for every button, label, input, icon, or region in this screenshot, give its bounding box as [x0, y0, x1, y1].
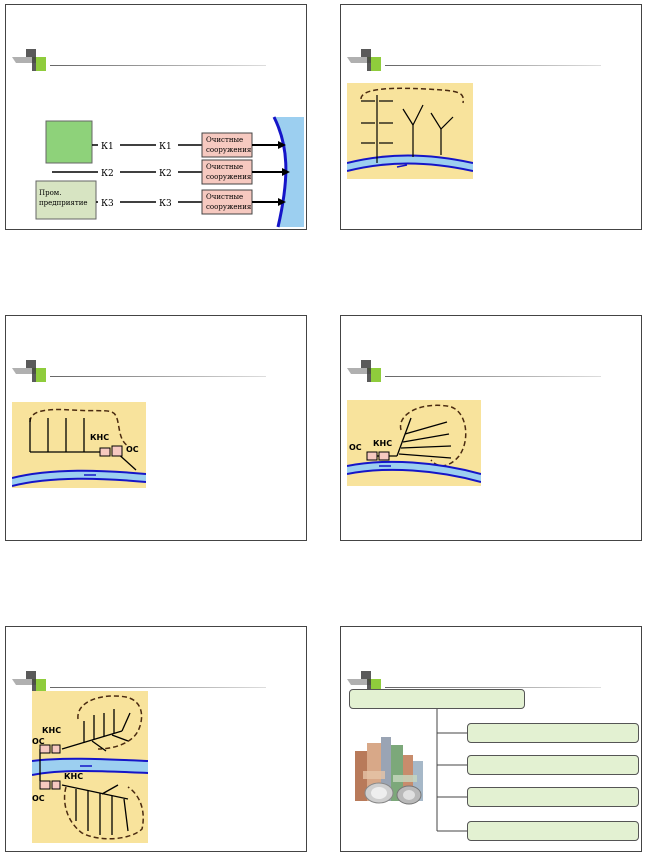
pipe-types-connector [436, 709, 467, 832]
pipe-label-k3a: К3 [101, 199, 114, 209]
slide-6 [340, 626, 642, 852]
treatment-3-line-2: сооружения [206, 203, 252, 211]
treatment-2-line-1: Очистные [206, 163, 243, 171]
pipe-label-k1a: К1 [101, 142, 114, 152]
slide-logo-icon [347, 360, 381, 382]
slide-5: КНС ОС КНС ОС [5, 626, 307, 852]
pipe-label-k3b: К3 [159, 199, 172, 209]
title-rule [50, 376, 266, 377]
slide-4: КНС ОС [340, 315, 642, 541]
slide-2 [340, 4, 642, 230]
slide-logo-icon [347, 49, 381, 71]
pipe-label-k1b: К1 [159, 142, 172, 152]
pump-station-label: КНС [90, 433, 109, 442]
pipe-types-header-box [349, 689, 525, 709]
perpendicular-scheme-diagram [347, 83, 473, 179]
industrial-plant-box [35, 180, 97, 220]
treatment-box-3 [201, 189, 253, 215]
pipe-type-box-4 [467, 821, 639, 841]
title-rule [385, 376, 601, 377]
fan-scheme-diagram: КНС ОС [347, 400, 481, 486]
pipe-label-k2a: К2 [101, 169, 114, 179]
treatment-label-top: ОС [32, 737, 45, 746]
pipe-label-k2b: К2 [159, 169, 172, 179]
treatment-box-1 [201, 132, 253, 158]
treatment-3-line-1: Очистные [206, 193, 243, 201]
pipe-type-box-1 [467, 723, 639, 743]
treatment-1-line-2: сооружения [206, 146, 252, 154]
title-rule [50, 65, 266, 66]
treatment-box-2 [201, 159, 253, 185]
treatment-label: ОС [126, 445, 139, 454]
sewer-scheme-diagram: Пром. предприятие К1 К1 К2 К2 К3 К3 Очис… [35, 116, 304, 228]
pump-station-label: КНС [373, 439, 392, 448]
plant-label-2: предприятие [39, 199, 88, 207]
slide-3: КНС ОС [5, 315, 307, 541]
pipe-type-box-2 [467, 755, 639, 775]
pump-station-label-bottom: КНС [64, 772, 83, 781]
pipe-type-box-3 [467, 787, 639, 807]
intercepting-scheme-diagram: КНС ОС [12, 402, 146, 488]
slide-1: Пром. предприятие К1 К1 К2 К2 К3 К3 Очис… [5, 4, 307, 230]
title-rule [50, 687, 266, 688]
pipes-photo [355, 737, 423, 805]
radial-scheme-diagram: КНС ОС КНС ОС [32, 691, 148, 843]
plant-label-1: Пром. [39, 189, 61, 197]
pump-station-label-top: КНС [42, 726, 61, 735]
title-rule [385, 687, 601, 688]
title-rule [385, 65, 601, 66]
treatment-1-line-1: Очистные [206, 136, 243, 144]
treatment-label: ОС [349, 443, 362, 452]
treatment-2-line-2: сооружения [206, 173, 252, 181]
treatment-label-bottom: ОС [32, 794, 45, 803]
slide-logo-icon [12, 360, 46, 382]
residential-area [45, 120, 93, 164]
